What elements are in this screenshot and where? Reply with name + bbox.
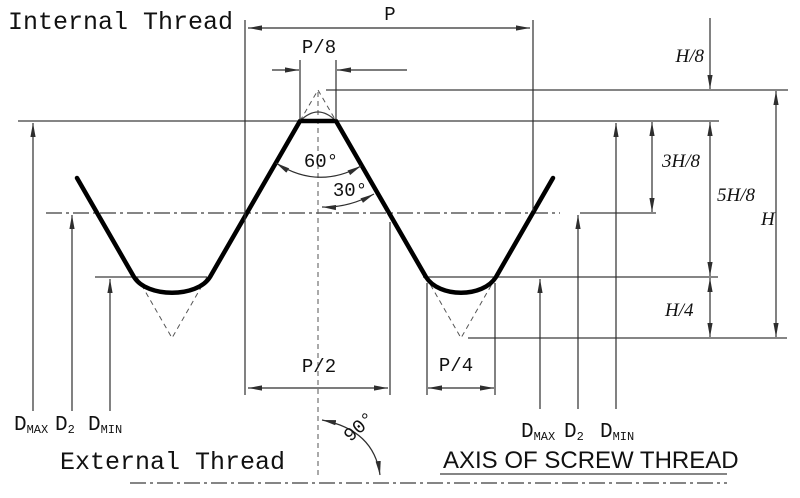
- label-3h8: 3H/8: [661, 151, 701, 172]
- label-dmin-right: DMIN: [600, 421, 634, 444]
- label-dmin-left: DMIN: [88, 414, 122, 437]
- label-h8: H/8: [675, 46, 705, 67]
- external-thread-title: External Thread: [60, 448, 285, 477]
- label-h4: H/4: [664, 300, 694, 321]
- label-p: P: [384, 4, 395, 26]
- rounded-crest-arc: [299, 111, 337, 122]
- dim-arc-60deg: [275, 162, 362, 178]
- reference-lines: [18, 89, 788, 484]
- sharp-root-dashed-left: [136, 276, 208, 340]
- dimension-lines: [30, 18, 779, 476]
- label-d2-left: D2: [55, 414, 75, 437]
- labels: Internal Thread External Thread AXIS OF …: [8, 4, 776, 477]
- axis-of-screw-thread-label: AXIS OF SCREW THREAD: [443, 447, 739, 474]
- label-angle-60: 60°: [304, 151, 338, 173]
- label-p8: P/8: [302, 37, 336, 59]
- label-5h8: 5H/8: [717, 185, 756, 206]
- dim-arc-90deg: [321, 419, 381, 476]
- label-angle-90: 90°: [340, 408, 380, 447]
- extension-lines: [244, 20, 534, 395]
- dim-arc-30deg: [321, 193, 375, 211]
- label-dmax-right: DMAX: [521, 421, 555, 444]
- internal-thread-title: Internal Thread: [8, 8, 233, 37]
- label-p2: P/2: [302, 356, 336, 378]
- thread-profile: [74, 118, 556, 295]
- label-d2-right: D2: [564, 421, 584, 444]
- sharp-root-dashed-right: [425, 276, 497, 340]
- label-p4: P/4: [439, 355, 473, 377]
- label-angle-30: 30°: [333, 180, 367, 202]
- sharp-crest-dashed-triangle: [299, 89, 337, 122]
- label-h: H: [760, 209, 776, 230]
- fundamental-triangles: [136, 89, 497, 340]
- label-dmax-left: DMAX: [14, 414, 48, 437]
